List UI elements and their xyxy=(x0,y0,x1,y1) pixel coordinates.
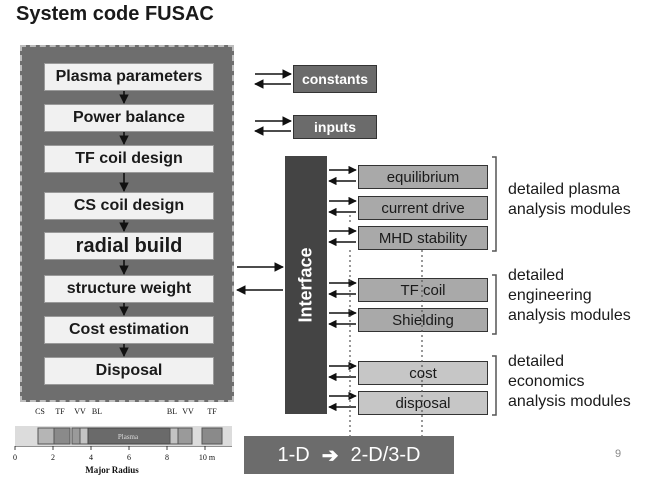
step-tf-coil-design: TF coil design xyxy=(44,145,214,173)
radial-cs xyxy=(37,427,55,445)
radial-vv-outer xyxy=(177,427,193,445)
radial-component-label: VV xyxy=(74,407,86,416)
radial-component-label: CS xyxy=(35,407,45,416)
dimension-from: 1-D xyxy=(277,443,310,466)
group-label-plasma: detailed plasma analysis modules xyxy=(508,180,631,220)
right-arrow-icon: ➔ xyxy=(321,444,339,467)
module-mhd-stability: MHD stability xyxy=(358,226,488,250)
radial-bl xyxy=(79,427,89,445)
group-label-line: engineering xyxy=(508,287,592,304)
group-label-line: analysis modules xyxy=(508,307,631,324)
group-label-line: detailed xyxy=(508,353,565,370)
module-equilibrium: equilibrium xyxy=(358,165,488,189)
inputs-box: inputs xyxy=(293,115,377,139)
group-label-line: detailed plasma xyxy=(508,181,621,198)
radial-component-label: TF xyxy=(55,407,65,416)
radial-component-label: BL xyxy=(167,407,177,416)
module-tf-coil: TF coil xyxy=(358,278,488,302)
radial-component-label: TF xyxy=(207,407,217,416)
module-cost: cost xyxy=(358,361,488,385)
radial-vv xyxy=(71,427,81,445)
constants-box: constants xyxy=(293,65,377,93)
step-cs-coil-design: CS coil design xyxy=(44,192,214,220)
radial-tick-label: 2 xyxy=(51,453,55,462)
radial-component-label: VV xyxy=(182,407,194,416)
radial-tf-outer xyxy=(201,427,223,445)
radial-ticks xyxy=(14,446,206,450)
radial-axis-label: Major Radius xyxy=(85,465,139,475)
step-plasma-parameters: Plasma parameters xyxy=(44,63,214,91)
step-power-balance: Power balance xyxy=(44,104,214,132)
radial-plasma-label: Plasma xyxy=(118,433,139,441)
step-cost-estimation: Cost estimation xyxy=(44,316,214,344)
group-brackets xyxy=(492,156,497,416)
radial-build-figure: Plasma CS TF VV BL BL VV TF 0 2 4 6 8 10… xyxy=(13,407,232,475)
interface-arrows xyxy=(236,262,284,295)
radial-component-label: BL xyxy=(92,407,102,416)
radial-tick-label: 10 m xyxy=(199,453,216,462)
radial-tick-label: 6 xyxy=(127,453,131,462)
step-disposal: Disposal xyxy=(44,357,214,385)
slide-number: 9 xyxy=(615,448,622,460)
dimension-box: 1-D ➔ 2-D/3-D xyxy=(244,436,454,474)
dimension-to: 2-D/3-D xyxy=(350,443,421,466)
step-radial-build: radial build xyxy=(44,232,214,260)
bracket-engineering xyxy=(492,274,497,335)
radial-tick-label: 0 xyxy=(13,453,17,462)
group-label-line: detailed xyxy=(508,267,565,284)
module-arrows xyxy=(328,165,357,412)
group-label-line: analysis modules xyxy=(508,393,631,410)
radial-tick-label: 8 xyxy=(165,453,169,462)
side-input-arrows xyxy=(254,69,292,136)
module-disposal: disposal xyxy=(358,391,488,415)
module-shielding: Shielding xyxy=(358,308,488,332)
bracket-economics xyxy=(492,355,497,416)
dotted-connectors xyxy=(349,215,423,436)
group-label-economics: detailed economics analysis modules xyxy=(508,352,631,412)
slide-title: System code FUSAC xyxy=(16,3,214,25)
radial-bl-outer xyxy=(169,427,179,445)
bracket-plasma xyxy=(492,156,497,252)
radial-tick-label: 4 xyxy=(89,453,93,462)
group-label-line: analysis modules xyxy=(508,201,631,218)
step-structure-weight: structure weight xyxy=(44,275,214,303)
radial-tf xyxy=(53,427,71,445)
group-label-line: economics xyxy=(508,373,585,390)
group-label-engineering: detailed engineering analysis modules xyxy=(508,266,631,326)
module-current-drive: current drive xyxy=(358,196,488,220)
interface-bar: Interface xyxy=(285,156,327,414)
